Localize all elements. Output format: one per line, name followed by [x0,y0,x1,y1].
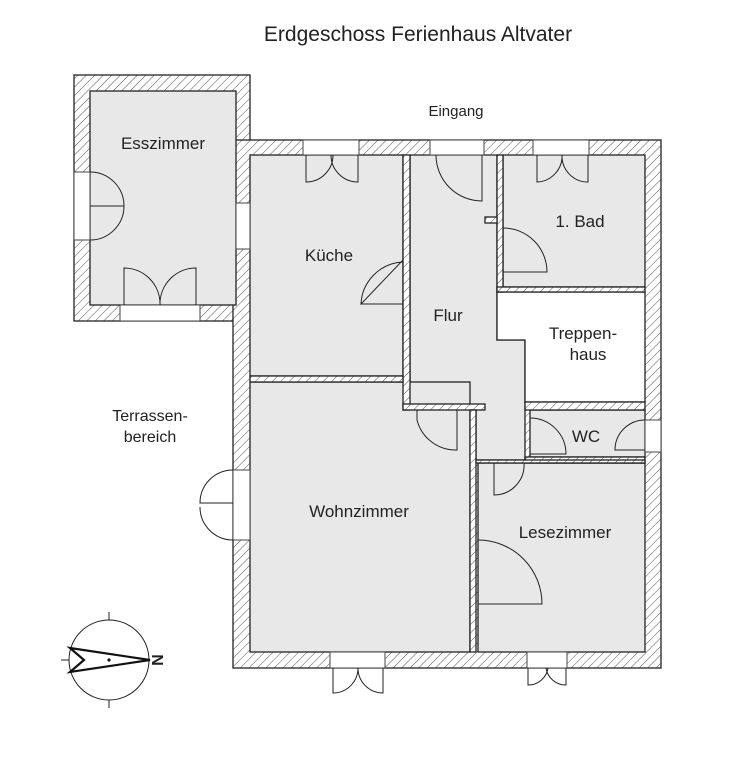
label-reading: Lesezimmer [519,523,612,542]
room-living [249,381,471,653]
label-dining: Esszimmer [121,134,205,153]
label-stair-1: Treppen- [549,324,617,343]
label-kitchen: Küche [305,246,353,265]
room-kitchen [249,154,404,377]
plan-title: Erdgeschoss Ferienhaus Altvater [264,23,572,46]
room-reading [477,462,646,653]
doors [89,154,646,694]
label-bath: 1. Bad [555,212,604,231]
label-entrance: Eingang [428,103,483,120]
label-terrace-2: bereich [124,429,176,446]
label-wc: WC [572,427,600,446]
compass-icon: N [61,612,165,708]
label-living: Wohnzimmer [309,502,409,521]
label-stair-2: haus [570,345,607,364]
room-dining [89,90,237,306]
interior-walls [249,154,646,653]
label-hall: Flur [433,306,463,325]
compass-north-letter: N [148,654,165,666]
room-bath [502,154,646,288]
label-terrace-1: Terrassen- [112,408,188,425]
